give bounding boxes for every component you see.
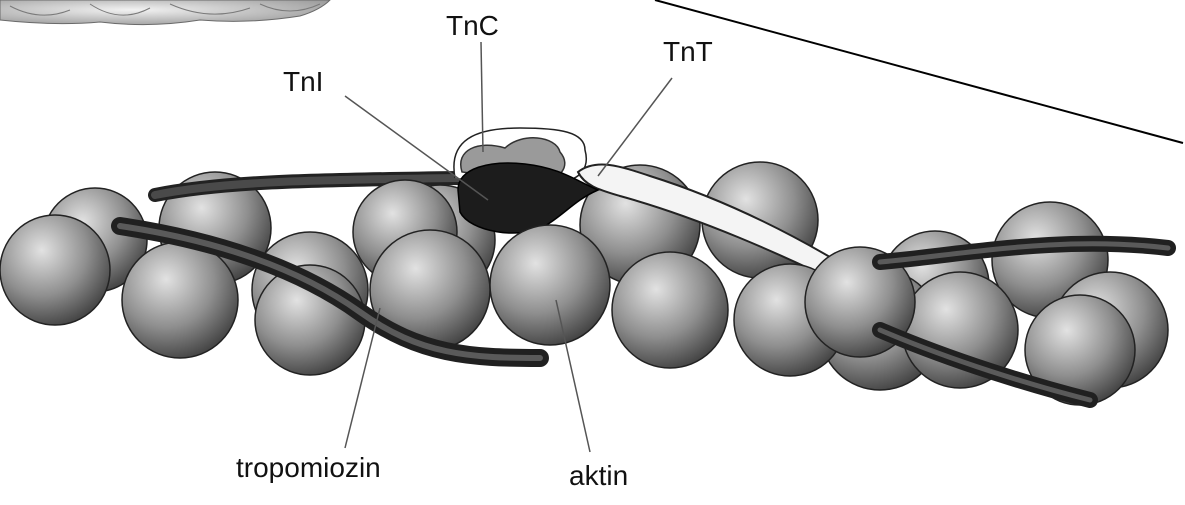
actin-bead	[490, 225, 610, 345]
corner-fragment-shape	[0, 0, 330, 25]
diagonal-line	[655, 0, 1183, 143]
corner-fragment	[0, 0, 330, 25]
actin-bead	[122, 242, 238, 358]
actin-bead	[0, 215, 110, 325]
leader-tnt	[598, 78, 672, 176]
label-tnt: TnT	[663, 38, 713, 66]
actin-bead	[612, 252, 728, 368]
label-tni: TnI	[283, 68, 323, 96]
label-tropomyosin: tropomiozin	[236, 454, 381, 482]
label-tnc: TnC	[446, 12, 499, 40]
label-actin: aktin	[569, 462, 628, 490]
